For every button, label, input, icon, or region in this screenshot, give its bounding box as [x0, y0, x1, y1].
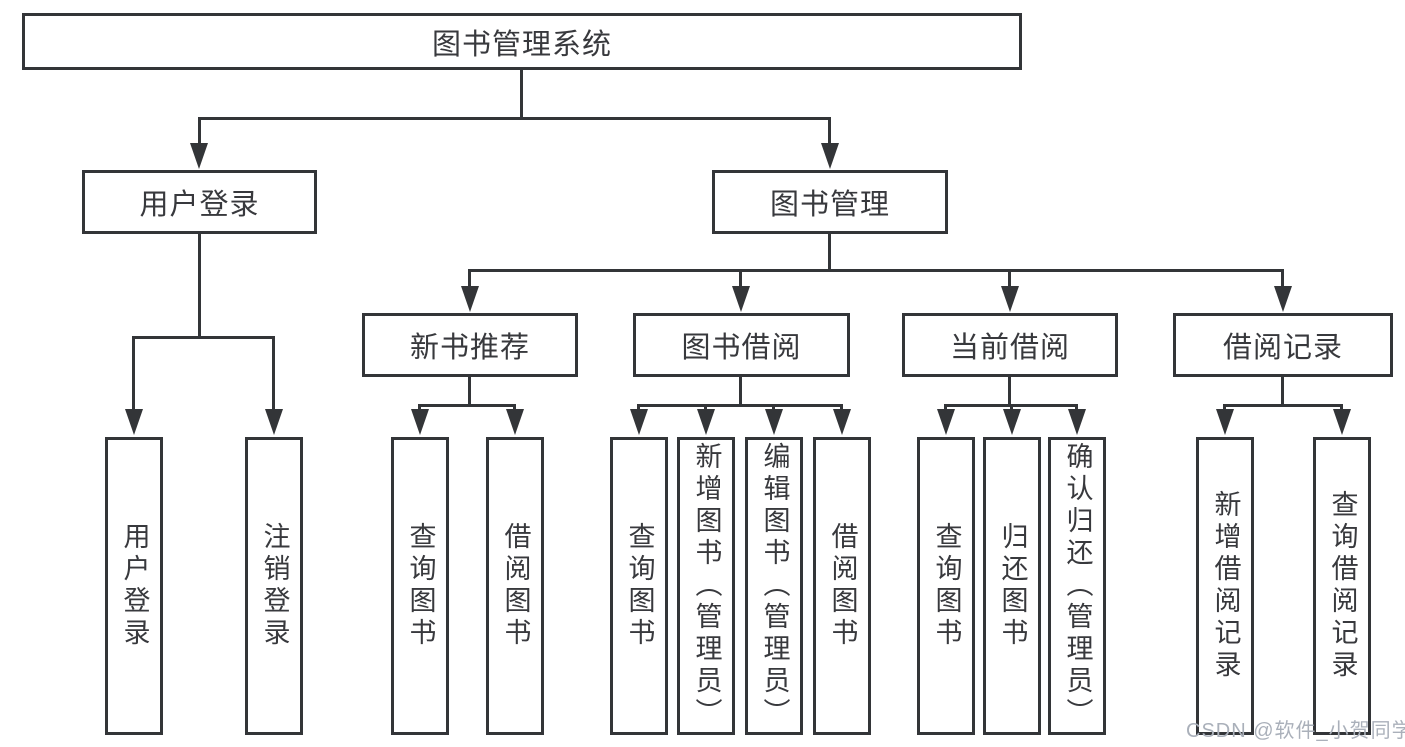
- node-book-borrow-label: 图书借阅: [681, 332, 802, 364]
- connector-line-v: [944, 404, 947, 412]
- leaf-confirm-return-admin-label: 确认归还（管理员）: [1062, 442, 1093, 730]
- connector-line-h: [1223, 404, 1343, 407]
- arrow-down-icon: [411, 409, 429, 435]
- node-current-borrow: 当前借阅: [902, 313, 1118, 377]
- leaf-query-borrow-record: 查询借阅记录: [1313, 437, 1371, 735]
- connector-line-v: [1281, 377, 1284, 407]
- leaf-query-books-current: 查询图书: [917, 437, 975, 735]
- arrow-down-icon: [833, 409, 851, 435]
- connector-line-h: [637, 404, 843, 407]
- arrow-down-icon: [1001, 286, 1019, 312]
- connector-line-v: [828, 117, 831, 145]
- connector-line-v: [272, 336, 275, 411]
- arrow-down-icon: [1068, 409, 1086, 435]
- leaf-add-borrow-record-label: 新增借阅记录: [1210, 490, 1241, 682]
- connector-line-v: [198, 234, 201, 339]
- connector-line-v: [1340, 404, 1343, 412]
- leaf-user-login: 用户登录: [105, 437, 163, 735]
- connector-line-v: [1281, 269, 1284, 289]
- leaf-add-borrow-record: 新增借阅记录: [1196, 437, 1254, 735]
- arrow-down-icon: [937, 409, 955, 435]
- connector-line-v: [468, 377, 471, 407]
- arrow-down-icon: [461, 286, 479, 312]
- connector-line-v: [198, 117, 201, 145]
- connector-line-v: [520, 70, 523, 120]
- node-borrow-records-label: 借阅记录: [1222, 332, 1343, 364]
- connector-line-v: [1008, 269, 1011, 289]
- connector-line-v: [828, 234, 831, 272]
- connector-line-v: [739, 377, 742, 407]
- node-current-borrow-label: 当前借阅: [949, 332, 1070, 364]
- leaf-borrow-books-recommend: 借阅图书: [486, 437, 544, 735]
- arrow-down-icon: [506, 409, 524, 435]
- node-new-book-recommend: 新书推荐: [362, 313, 578, 377]
- leaf-borrow-books-recommend-label: 借阅图书: [500, 522, 531, 650]
- connector-line-v: [1010, 404, 1013, 412]
- leaf-confirm-return-admin: 确认归还（管理员）: [1048, 437, 1106, 735]
- connector-line-h: [418, 404, 516, 407]
- node-new-book-recommend-label: 新书推荐: [409, 332, 530, 364]
- leaf-borrow-books-2: 借阅图书: [813, 437, 871, 735]
- arrow-down-icon: [125, 409, 143, 435]
- arrow-down-icon: [1274, 286, 1292, 312]
- arrow-down-icon: [1003, 409, 1021, 435]
- leaf-query-books-recommend-label: 查询图书: [405, 522, 436, 650]
- arrow-down-icon: [821, 143, 839, 169]
- arrow-down-icon: [190, 143, 208, 169]
- leaf-borrow-books-2-label: 借阅图书: [827, 522, 858, 650]
- leaf-query-books-recommend: 查询图书: [391, 437, 449, 735]
- node-book-management: 图书管理: [712, 170, 948, 234]
- connector-line-v: [468, 269, 471, 289]
- leaf-query-books-borrow: 查询图书: [610, 437, 668, 735]
- node-book-management-label: 图书管理: [769, 189, 890, 221]
- arrow-down-icon: [265, 409, 283, 435]
- leaf-return-book: 归还图书: [983, 437, 1041, 735]
- node-borrow-records: 借阅记录: [1173, 313, 1393, 377]
- leaf-edit-book-admin: 编辑图书（管理员）: [745, 437, 803, 735]
- leaf-return-book-label: 归还图书: [997, 522, 1028, 650]
- node-book-borrow: 图书借阅: [633, 313, 850, 377]
- connector-line-v: [637, 404, 640, 412]
- leaf-logout: 注销登录: [245, 437, 303, 735]
- leaf-edit-book-admin-label: 编辑图书（管理员）: [759, 442, 790, 730]
- leaf-add-book-admin-label: 新增图书（管理员）: [691, 442, 722, 730]
- connector-line-v: [1223, 404, 1226, 412]
- arrow-down-icon: [1333, 409, 1351, 435]
- arrow-down-icon: [732, 286, 750, 312]
- arrow-down-icon: [1216, 409, 1234, 435]
- connector-line-v: [1075, 404, 1078, 412]
- connector-line-h: [132, 336, 275, 339]
- connector-line-v: [132, 336, 135, 411]
- connector-line-v: [704, 404, 707, 412]
- leaf-user-login-label: 用户登录: [119, 522, 150, 650]
- leaf-query-books-current-label: 查询图书: [931, 522, 962, 650]
- connector-line-v: [772, 404, 775, 412]
- leaf-query-borrow-record-label: 查询借阅记录: [1327, 490, 1358, 682]
- arrow-down-icon: [697, 409, 715, 435]
- connector-line-v: [840, 404, 843, 412]
- connector-line-h: [198, 117, 831, 120]
- connector-line-h: [468, 269, 1284, 272]
- arrow-down-icon: [765, 409, 783, 435]
- leaf-logout-label: 注销登录: [259, 522, 290, 650]
- leaf-add-book-admin: 新增图书（管理员）: [677, 437, 735, 735]
- connector-line-v: [513, 404, 516, 412]
- arrow-down-icon: [630, 409, 648, 435]
- leaf-query-books-borrow-label: 查询图书: [624, 522, 655, 650]
- connector-line-v: [1008, 377, 1011, 407]
- connector-line-v: [418, 404, 421, 412]
- connector-line-v: [739, 269, 742, 289]
- node-user-login-label: 用户登录: [139, 189, 260, 221]
- csdn-watermark: CSDN @软件_小贺同学: [1186, 720, 1405, 742]
- node-root: 图书管理系统: [22, 13, 1022, 70]
- node-root-label: 图书管理系统: [431, 28, 612, 61]
- node-user-login: 用户登录: [82, 170, 317, 234]
